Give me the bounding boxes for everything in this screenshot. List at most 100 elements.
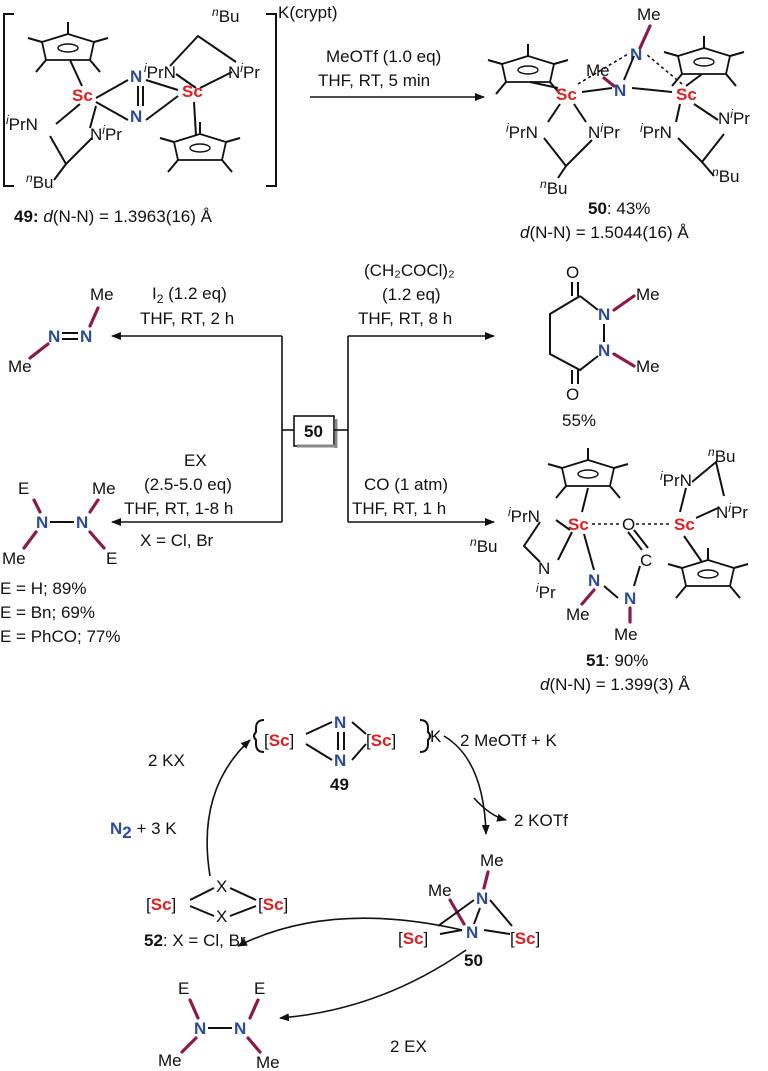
branch-iodine: I2 (1.2 eq) THF, RT, 2 h [111,284,282,340]
nipr-group: NiPr [716,501,748,522]
sc-atom: Sc [676,85,697,104]
me-group: Me [480,851,504,870]
condition-solvent: THF, RT, 1-8 h [124,499,233,518]
nbu-group: nBu [708,445,735,466]
sc-bracket: [Sc] [398,929,428,948]
sc-atom: Sc [568,515,589,534]
cycle-arrow [237,917,463,947]
ipr-group: iPrN [506,121,538,142]
me-group: Me [92,479,116,498]
cp-ring [159,121,241,173]
me-group: Me [8,357,32,376]
nipr-group: NiPr [90,123,122,144]
cp-ring [667,547,749,599]
yield-line: E = Bn; 69% [0,603,95,622]
counterion-label: K(crypt) [278,3,338,22]
byproduct-arrow [473,797,507,822]
branch-co: CO (1 atm) THF, RT, 1 h [348,475,495,526]
me-group: Me [428,881,452,900]
arrow-meotf: MeOTf (1.0 eq) THF, RT, 5 min [310,47,485,101]
cycle-label-49: 49 [330,775,349,794]
pyridazinedione: O O N N Me Me 55% [549,263,660,430]
label-52: 52: X = Cl, Br [144,931,246,950]
nn-distance-50: d(N-N) = 1.5044(16) Å [520,223,689,242]
k-atom: K [430,727,442,746]
label-49: 49: d(N-N) = 1.3963(16) Å [14,207,213,226]
nn-distance-51: d(N-N) = 1.399(3) Å [540,675,690,694]
me-group: Me [614,625,638,644]
label-51: 51: 90% [586,651,648,670]
condition-amount: (2.5-5.0 eq) [144,475,232,494]
me-group: Me [637,5,661,24]
condition-reagent: CO (1 atm) [364,475,448,494]
e-atom: E [254,979,265,998]
n-atom: N [466,923,478,942]
me-group: Me [256,1053,280,1071]
nipr-group: NiPr [228,61,260,82]
c-atom: C [640,551,652,570]
e-atom: E [18,479,29,498]
label-50: 50: 43% [588,199,650,218]
nbu-group: nBu [712,165,739,186]
cp-ring [27,21,109,73]
condition-reagent: (CH₂COCl)₂ [364,261,455,280]
cycle-reagent: N2 + 3 K [110,819,177,842]
n-atom: N [624,589,636,608]
compound-50: Me N N Me Sc Sc iPrN NiPr nBu iPrN NiPr … [487,5,750,242]
o-atom: O [566,263,579,282]
n-atom: N [80,327,92,346]
yield-line: E = PhCO; 77% [0,627,120,646]
n-atom: N [76,513,88,532]
me-group: Me [636,285,660,304]
ipr-group: iPrN [144,61,176,82]
nipr-group: NiPr [718,107,750,128]
e-atom: E [106,549,117,568]
sc-atom: Sc [674,515,695,534]
bracket-left [3,13,14,187]
nbu-group: nBu [470,535,497,556]
n-atom: N [334,713,346,732]
compound-49: K(crypt) Sc Sc N N iPrN NiPr nBu iPrN Ni… [3,3,338,226]
condition-solvent: THF, RT, 2 h [140,309,234,328]
condition-reagent: I2 (1.2 eq) [152,284,227,306]
cycle-label-50: 50 [464,951,483,970]
hydrazine-product: E Me N N Me E E = H; 89% E = Bn; 69% E =… [0,479,120,646]
nbu-group: nBu [540,177,567,198]
sc-bracket: [Sc] [258,895,288,914]
n-atom: N [130,107,142,126]
n-atom: N [334,751,346,770]
n-atom: N [476,889,488,908]
branch-succinyl: (CH₂COCl)₂ (1.2 eq) THF, RT, 8 h [348,261,495,340]
x-atom: X [216,907,227,926]
o-atom: O [622,515,635,534]
sc-bracket: [Sc] [264,731,294,750]
yield-label: 55% [562,411,596,430]
n-atom: N [588,571,600,590]
condition-reagent: MeOTf (1.0 eq) [326,47,441,66]
me-group: Me [636,357,660,376]
n-atom: N [48,327,60,346]
me-group: Me [158,1051,182,1070]
n-atom: N [234,1019,246,1038]
sc-bracket: [Sc] [146,895,176,914]
hub-50: 50 [281,336,349,522]
me-group: Me [586,61,610,80]
bracket-right [266,13,277,187]
condition-reagent: EX [184,451,207,470]
ipr-group: iPr [536,581,556,602]
brace-left [253,719,265,753]
x-atom: X [216,877,227,896]
cycle-arrow [443,735,490,835]
cycle-reagent: 2 EX [390,1037,427,1056]
ipr-group: iPrN [660,469,692,490]
o-atom: O [566,385,579,404]
e-atom: E [178,979,189,998]
product-release-arrow [279,949,467,1022]
sc-bracket: [Sc] [366,731,396,750]
ipr-group: iPrN [508,505,540,526]
n-atom: N [130,67,142,86]
nbu-group: nBu [26,171,53,192]
cycle-arrow [206,739,251,877]
condition-solvent: THF, RT, 8 h [358,309,452,328]
